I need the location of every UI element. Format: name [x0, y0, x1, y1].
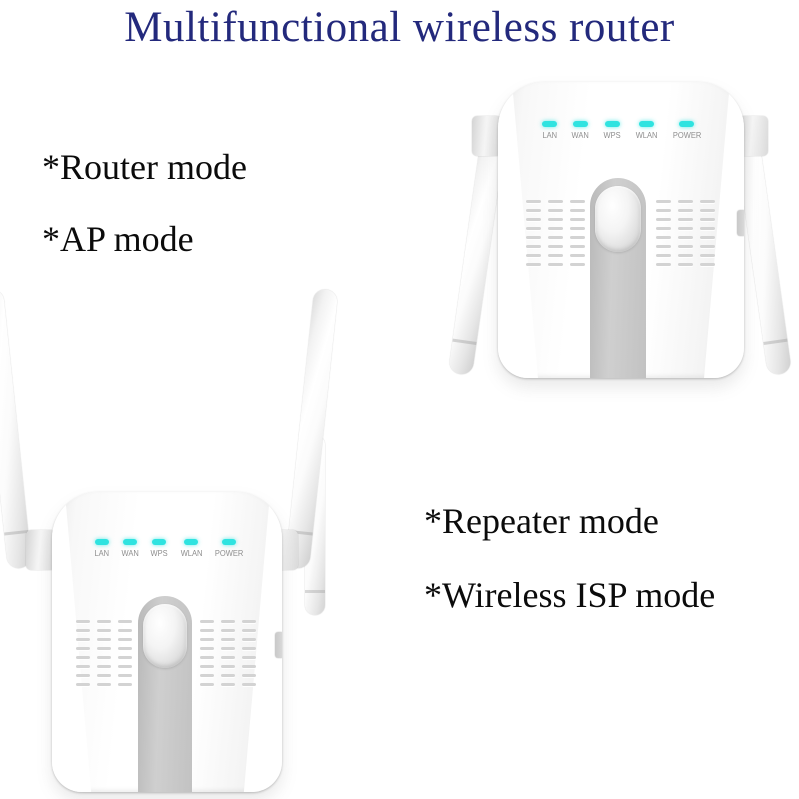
led-wlan: WLAN: [635, 121, 658, 140]
led-wlan-label: WLAN: [180, 549, 202, 558]
antenna-left-hinge: [472, 116, 502, 156]
led-power-light: [221, 539, 236, 545]
led-wps: WPS: [150, 539, 168, 558]
wps-oval-button[interactable]: [143, 604, 187, 668]
led-indicator-row: LAN WAN WPS WLAN POWER: [542, 114, 702, 140]
antenna-left: [0, 288, 32, 570]
led-lan: LAN: [542, 121, 558, 140]
side-reset-button[interactable]: [275, 632, 282, 658]
led-lan: LAN: [94, 539, 110, 558]
vent-grille-right: [656, 200, 715, 266]
page-title: Multifunctional wireless router: [124, 4, 675, 51]
mode-label-ap: *AP mode: [42, 219, 194, 259]
vent-grille-left: [76, 620, 132, 686]
led-wlan: WLAN: [180, 539, 203, 558]
router-unit-lower: LAN WAN WPS WLAN POWER: [0, 280, 360, 792]
led-wlan-light: [184, 539, 199, 545]
led-wan-light: [122, 539, 137, 545]
side-reset-button[interactable]: [737, 210, 744, 236]
led-power-label: POWER: [214, 549, 244, 558]
led-lan-label: LAN: [542, 131, 558, 140]
led-wlan-light: [639, 121, 655, 127]
led-power: POWER: [672, 121, 702, 140]
led-lan-light: [94, 539, 109, 545]
antenna-left-hinge: [26, 530, 56, 570]
vent-grille-left: [526, 200, 585, 266]
router-body: LAN WAN WPS WLAN POWER: [52, 492, 282, 792]
led-power-label: POWER: [672, 131, 702, 140]
led-wan: WAN: [571, 121, 589, 140]
mode-label-router: *Router mode: [42, 147, 247, 187]
led-wan-label: WAN: [121, 549, 139, 558]
mode-label-repeater: *Repeater mode: [424, 501, 659, 541]
led-wan: WAN: [121, 539, 139, 558]
led-lan-light: [542, 121, 558, 127]
led-wps-label: WPS: [603, 131, 621, 140]
led-wps: WPS: [603, 121, 621, 140]
wps-oval-button[interactable]: [595, 186, 641, 252]
led-wlan-label: WLAN: [635, 131, 658, 140]
led-lan-label: LAN: [94, 549, 110, 558]
led-power-light: [679, 121, 695, 127]
led-indicator-row: LAN WAN WPS WLAN POWER: [94, 532, 244, 558]
led-wps-light: [604, 121, 620, 127]
router-unit-upper: LAN WAN WPS WLAN POWER: [440, 80, 799, 440]
vent-grille-right: [200, 620, 256, 686]
router-body: LAN WAN WPS WLAN POWER: [498, 82, 744, 378]
antenna-right: [285, 288, 339, 570]
led-power: POWER: [214, 539, 244, 558]
mode-label-wireless-isp: *Wireless ISP mode: [424, 575, 716, 615]
led-wps-label: WPS: [150, 549, 168, 558]
led-wps-light: [152, 539, 167, 545]
led-wan-light: [572, 121, 588, 127]
led-wan-label: WAN: [571, 131, 589, 140]
